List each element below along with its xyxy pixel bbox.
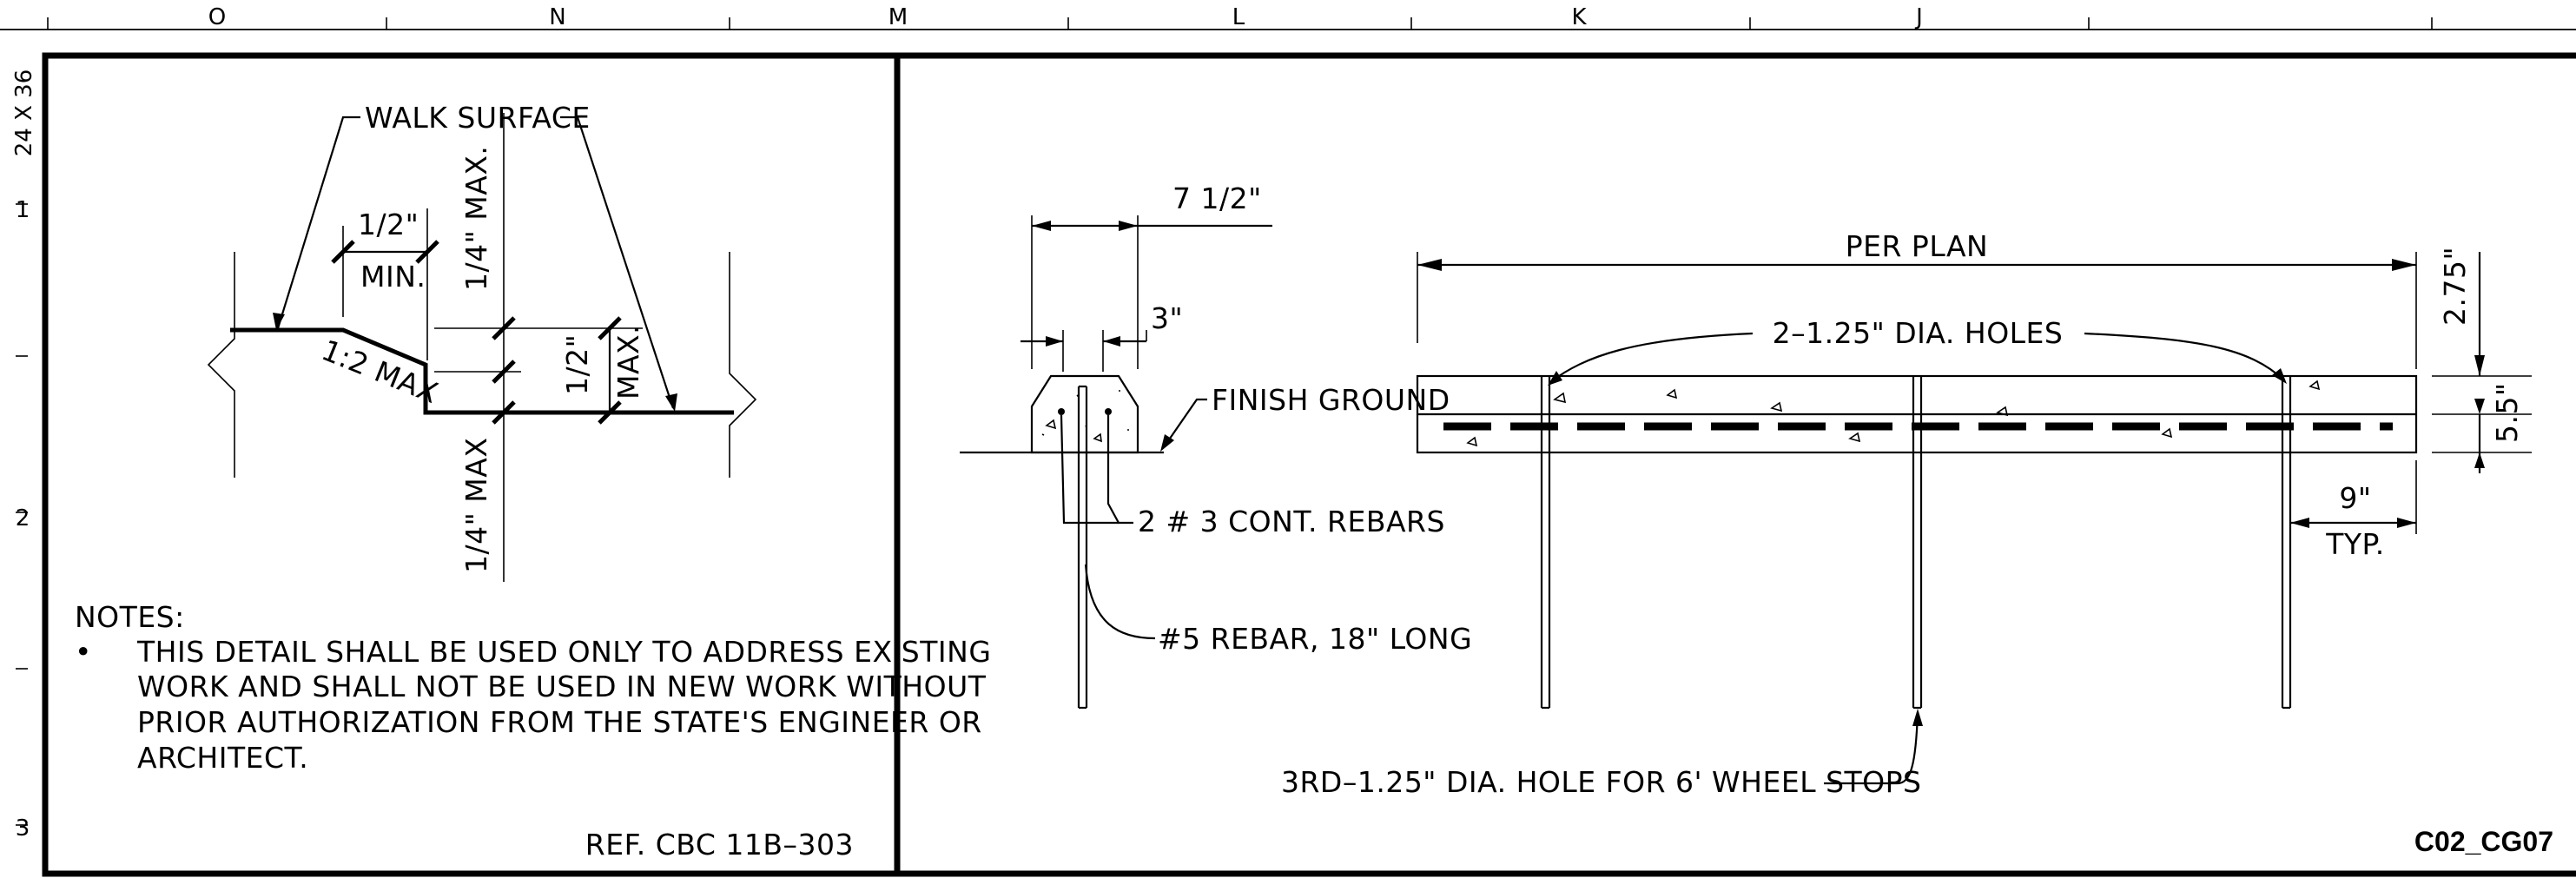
inset-dimension-label: 3" (1151, 301, 1183, 335)
long-rebar-label: #5 REBAR, 18" LONG (1158, 622, 1472, 656)
walk-surface-profile (230, 327, 734, 415)
min-dimension-label: 1/2" (358, 208, 419, 241)
break-line-right (729, 252, 757, 478)
quarter-max-bottom-label: 1/4" MAX (459, 438, 493, 573)
grid-col-l: L (1232, 4, 1245, 30)
break-line-left (207, 252, 235, 478)
sheet-grid: O N M L K J 1 2 3 24 X 36 (0, 4, 2576, 842)
grid-col-n: N (549, 4, 565, 30)
length-label: PER PLAN (1846, 229, 1988, 263)
wheel-stop-elevation: PER PLAN 2–1.25" DIA. HOLES 3RD–1.25" DI… (1281, 229, 2532, 799)
end-dimension-label: 9" (2339, 481, 2371, 515)
notes-title: NOTES: (75, 600, 185, 634)
notes-block: NOTES: • THIS DETAIL SHALL BE USED ONLY … (75, 600, 991, 861)
grid-row-1: 1 (16, 197, 30, 223)
note-line-2: WORK AND SHALL NOT BE USED IN NEW WORK W… (137, 670, 987, 703)
half-dimension-label: 1/2" (560, 334, 594, 395)
grid-col-k: K (1571, 4, 1587, 30)
top-height-label: 2.75" (2438, 247, 2472, 326)
third-hole-label: 3RD–1.25" DIA. HOLE FOR 6' WHEEL STOPS (1281, 765, 1922, 799)
anchor-pin-middle (1912, 376, 1923, 710)
min-label: MIN. (360, 260, 426, 294)
section-width-label: 7 1/2" (1172, 182, 1262, 215)
sheet-size-label: 24 X 36 (11, 69, 37, 157)
code-reference: REF. CBC 11B–303 (585, 828, 854, 861)
wheel-stop-section: 7 1/2" 3" FINISH GROUND 2 # 3 CONT. REBA… (960, 182, 1472, 710)
typical-label: TYP. (2325, 527, 2385, 561)
drawing-border (42, 52, 2576, 877)
grid-col-o: O (208, 4, 226, 30)
finish-ground-label: FINISH GROUND (1212, 383, 1450, 417)
total-height-label: 5.5" (2490, 382, 2524, 443)
note-line-4: ARCHITECT. (137, 741, 308, 775)
sheet-id: C02_CG07 (2414, 826, 2553, 857)
rebars-label: 2 # 3 CONT. REBARS (1138, 505, 1445, 538)
anchor-pin-left (1540, 376, 1551, 710)
section-outline (1030, 374, 1139, 454)
note-line-3: PRIOR AUTHORIZATION FROM THE STATE'S ENG… (137, 705, 982, 739)
quarter-max-top-label: 1/4" MAX. (459, 146, 493, 291)
note-bullet: • (75, 635, 92, 669)
grid-row-3: 3 (16, 815, 30, 842)
grid-col-m: M (888, 4, 908, 30)
holes-label: 2–1.25" DIA. HOLES (1773, 316, 2064, 350)
anchor-pin-right (2281, 376, 2292, 710)
note-line-1: THIS DETAIL SHALL BE USED ONLY TO ADDRES… (136, 635, 991, 669)
walk-surface-label: WALK SURFACE (365, 101, 591, 135)
walk-surface-detail: WALK SURFACE 1/2" MIN. 1:2 MAX 1/4" MAX.… (207, 101, 757, 582)
grid-col-j: J (1914, 4, 1923, 30)
half-max-label: MAX. (611, 325, 645, 399)
grid-row-2: 2 (16, 505, 30, 531)
